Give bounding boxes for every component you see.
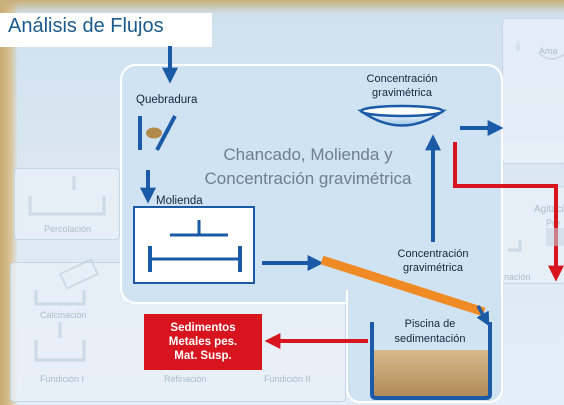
label-conc-mid-line2: gravimétrica — [403, 262, 463, 274]
label-molienda: Molienda — [156, 195, 203, 207]
title-box — [0, 13, 212, 47]
center-title-line1: Chancado, Molienda y — [223, 145, 393, 164]
bg-label-percolacion: Percolación — [44, 224, 92, 234]
sedimentation-pool-icon — [370, 322, 492, 400]
bg-label-refinacion: Refinación — [164, 374, 207, 384]
bg-label-pre: Pre — [546, 218, 561, 228]
background-edge-top — [0, 0, 564, 14]
sediments-output-box: Sedimentos Metales pes. Mat. Susp. — [144, 314, 262, 370]
slurry-flow — [320, 255, 486, 317]
label-piscina-line2: sedimentación — [394, 333, 466, 345]
crusher-icon — [138, 115, 177, 151]
page-title: Análisis de Flujos — [8, 15, 164, 37]
center-title: Chancado, Molienda y Concentración gravi… — [178, 143, 438, 191]
mill-icon — [133, 206, 255, 284]
arrow-into-piscina — [476, 305, 490, 327]
output-line2: Metales pes. — [168, 336, 238, 348]
bg-label-ama: Ama — [539, 46, 558, 56]
bg-label-fundicion-1: Fundición I — [40, 374, 85, 384]
label-conc-top-line1: Concentración — [366, 73, 438, 85]
output-line3: Mat. Susp. — [174, 350, 232, 362]
output-line1: Sedimentos — [170, 322, 236, 334]
bg-label-calcinacion: Calcinación — [40, 310, 87, 320]
center-title-line2: Concentración gravimétrica — [204, 169, 412, 188]
rock-icon — [146, 127, 162, 139]
panel-join — [348, 294, 497, 304]
bg-label-fundicion-2: Fundición II — [264, 374, 311, 384]
bg-ghost-icons — [28, 40, 564, 362]
label-conc-mid-line1: Concentración — [397, 248, 469, 260]
label-conc-top-line2: gravimétrica — [372, 87, 432, 99]
bg-panel-percolacion — [14, 168, 120, 240]
bg-label-nacion: nación — [504, 272, 531, 282]
label-quebradura: Quebradura — [136, 94, 198, 106]
label-piscina-line1: Piscina de — [404, 318, 456, 330]
concentration-dish-icon — [357, 104, 447, 127]
bg-label-agitacion: Agitación — [534, 204, 564, 215]
